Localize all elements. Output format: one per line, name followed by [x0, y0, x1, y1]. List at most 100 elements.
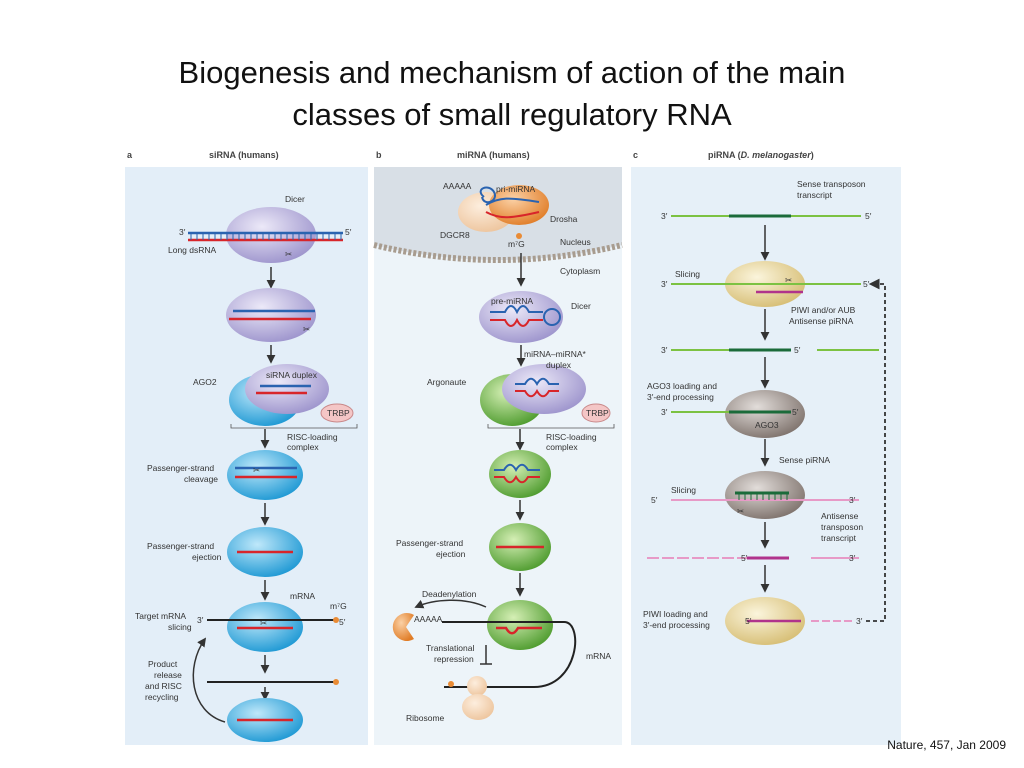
panel-mirna: b miRNA (humans) AAAAA pri-miRNA Drosha … [373, 145, 623, 745]
ago3-loading-1: AGO3 loading and [647, 381, 717, 391]
panel-pirna: c piRNA (D. melanogaster) 3′ 5′ Sense tr… [631, 145, 901, 745]
dicer-enzyme-3 [245, 364, 329, 414]
drosha-label: Drosha [550, 214, 578, 224]
slicing-label-2: Slicing [671, 485, 696, 495]
cytoplasm-label: Cytoplasm [560, 266, 600, 276]
sirna-pathway-diagram: Dicer 3′ 5′ Long dsRNA ✂ ✂ siRNA duplex … [135, 194, 358, 742]
five-prime-label: 5′ [345, 227, 352, 237]
piwi-loading-2: 3′-end processing [643, 620, 710, 630]
panel-c-header-pre: piRNA ( [708, 150, 741, 160]
mrna-label: mRNA [586, 651, 611, 661]
m7g-label: m⁷G [330, 601, 347, 611]
three-prime-label-2: 3′ [197, 615, 204, 625]
scissors-icon-2: ✂ [303, 324, 311, 334]
piwi-loading-1: PIWI loading and [643, 609, 708, 619]
ago3-loading-2: 3′-end processing [647, 392, 714, 402]
five-prime-label-2: 5′ [863, 279, 870, 289]
long-dsrna-label: Long dsRNA [168, 245, 217, 255]
argonaute-label: Argonaute [427, 377, 466, 387]
risc-label-2: complex [546, 442, 578, 452]
product-release-1: Product [148, 659, 178, 669]
pirna-pathway-diagram: 3′ 5′ Sense transposon transcript ✂ 3′ 5… [643, 179, 886, 645]
risc-label-1: RISC-loading [287, 432, 338, 442]
scissors-icon: ✂ [785, 275, 793, 285]
dicer-label: Dicer [571, 301, 591, 311]
ribosome-small-subunit [467, 676, 487, 696]
panel-c-letter: c [633, 150, 639, 160]
five-prime-label-4: 5′ [792, 407, 799, 417]
passenger-cleavage-1: Passenger-strand [147, 463, 214, 473]
three-prime-label-2: 3′ [661, 279, 668, 289]
product-release-3: and RISC [145, 681, 182, 691]
mrna-label: mRNA [290, 591, 315, 601]
duplex-label-2: duplex [546, 360, 572, 370]
slicing-label: Slicing [675, 269, 700, 279]
nucleus-label: Nucleus [560, 237, 591, 247]
slide-title: Biogenesis and mechanism of action of th… [0, 52, 1024, 136]
ribosome-label: Ribosome [406, 713, 445, 723]
trbp-label: TRBP [327, 408, 350, 418]
target-slicing-1: Target mRNA [135, 611, 186, 621]
passenger-ejection-2: ejection [436, 549, 466, 559]
title-line-1: Biogenesis and mechanism of action of th… [178, 55, 846, 90]
aaaaa-label-2: AAAAA [414, 614, 443, 624]
trbp-label: TRBP [586, 408, 609, 418]
five-prime-label-6: 5′ [741, 553, 748, 563]
sense-transposon-2: transcript [797, 190, 833, 200]
passenger-cleavage-2: cleavage [184, 474, 218, 484]
pri-mirna-label: pri-miRNA [496, 184, 536, 194]
duplex-label-1: miRNA–miRNA* [524, 349, 587, 359]
passenger-ejection-2: ejection [192, 552, 222, 562]
panel-b-body: AAAAA pri-miRNA Drosha DGCR8 m⁷G Nucleus… [373, 167, 623, 745]
panel-c-header-species: D. melanogaster [740, 150, 811, 160]
recycling-arrow [192, 637, 226, 723]
scissors-icon: ✂ [285, 249, 293, 259]
three-prime-label-3: 3′ [661, 345, 668, 355]
dicer-enzyme [479, 291, 563, 343]
panel-a-body: Dicer 3′ 5′ Long dsRNA ✂ ✂ siRNA duplex … [125, 167, 368, 745]
mirna-pathway-diagram: AAAAA pri-miRNA Drosha DGCR8 m⁷G Nucleus… [373, 167, 623, 723]
ribosome-large-subunit [462, 694, 494, 720]
three-prime-label-4: 3′ [661, 407, 668, 417]
deadenylase-icon [392, 613, 414, 641]
drosha-protein [489, 185, 549, 225]
long-dsrna [188, 231, 343, 242]
five-prime-label-3: 5′ [794, 345, 801, 355]
sense-transposon-1: Sense transposon [797, 179, 866, 189]
five-prime-label-5: 5′ [651, 495, 658, 505]
m7g-label: m⁷G [508, 239, 525, 249]
translational-2: repression [434, 654, 474, 664]
trbp-protein [320, 403, 354, 423]
title-line-2: classes of small regulatory RNA [292, 97, 732, 132]
panel-c-header: piRNA (D. melanogaster) [708, 150, 814, 160]
ago3-protein-2 [725, 471, 805, 519]
three-prime-label-6: 3′ [849, 553, 856, 563]
five-prime-label-1: 5′ [865, 211, 872, 221]
panel-c-body: 3′ 5′ Sense transposon transcript ✂ 3′ 5… [631, 167, 901, 745]
three-prime-label: 3′ [179, 227, 186, 237]
dicer-label: Dicer [285, 194, 305, 204]
three-prime-label-7: 3′ [856, 616, 863, 626]
panel-a-header: siRNA (humans) [209, 150, 279, 160]
citation: Nature, 457, Jan 2009 [887, 738, 1006, 752]
scissors-icon-2: ✂ [737, 506, 745, 516]
target-mrna [442, 621, 577, 688]
pre-mirna-label: pre-miRNA [491, 296, 533, 306]
passenger-ejection-1: Passenger-strand [147, 541, 214, 551]
risc-label-2: complex [287, 442, 319, 452]
ago3-protein [725, 390, 805, 438]
panel-sirna: a siRNA (humans) Dicer 3′ 5′ Long dsRNA … [125, 145, 368, 745]
dicer-enzyme-2 [502, 364, 586, 414]
sirna-duplex-label: siRNA duplex [266, 370, 318, 380]
piwi-label: PIWI and/or AUB [791, 305, 856, 315]
dicer-enzyme-2 [226, 288, 316, 342]
translational-1: Translational [426, 643, 474, 653]
ago2-label: AGO2 [193, 377, 217, 387]
sense-pirna-label: Sense piRNA [779, 455, 830, 465]
target-slicing-2: slicing [168, 622, 192, 632]
ago2-protein-2 [227, 450, 303, 500]
argonaute-protein-4 [487, 600, 553, 650]
panel-b-letter: b [376, 150, 382, 160]
risc-label-1: RISC-loading [546, 432, 597, 442]
ping-pong-cycle-arrow [866, 278, 886, 622]
